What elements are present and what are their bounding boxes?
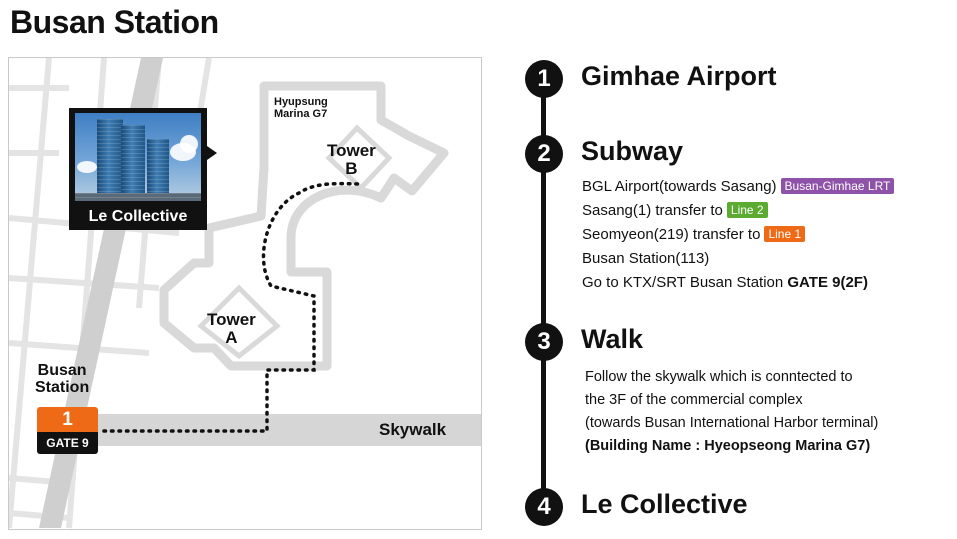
- step-1-title: Gimhae Airport: [581, 61, 777, 91]
- subway-line-5: Go to KTX/SRT Busan Station GATE 9(2F): [582, 274, 868, 291]
- walk-line-1: Follow the skywalk which is conntected t…: [585, 369, 853, 385]
- gate-name: GATE 9: [37, 432, 98, 454]
- tower-a-label: Tower A: [207, 310, 256, 347]
- step-4-marker: 4: [525, 488, 563, 526]
- area-map: Le Collective Hyupsung Marina G7 Tower B…: [8, 57, 482, 530]
- tower-b-label: Tower B: [327, 141, 376, 178]
- walking-route: [102, 181, 361, 433]
- step-2-title: Subway: [581, 136, 684, 166]
- hotel-card: Le Collective: [69, 108, 207, 230]
- hotel-label: Le Collective: [88, 208, 188, 225]
- subway-line-1: BGL Airport(towards Sasang)Busan-Gimhae …: [582, 178, 895, 195]
- subway-line-4: Busan Station(113): [582, 250, 710, 267]
- hotel-pointer-icon: [207, 146, 217, 160]
- walk-line-2: the 3F of the commercial complex: [585, 392, 803, 408]
- step-2-marker: 2: [525, 135, 563, 173]
- skywalk-label: Skywalk: [379, 420, 447, 439]
- walk-line-4: (Building Name : Hyeopseong Marina G7): [585, 438, 871, 454]
- building-outline: [159, 81, 449, 371]
- line1-badge: Line 1: [764, 226, 806, 242]
- hyupsung-marina-label: Hyupsung Marina G7: [274, 96, 328, 120]
- step-3-marker: 3: [525, 323, 563, 361]
- lrt-badge: Busan-Gimhae LRT: [780, 178, 895, 194]
- step-3-title: Walk: [581, 324, 644, 354]
- gate-number: 1: [37, 407, 98, 432]
- line2-badge: Line 2: [726, 202, 768, 218]
- walk-line-3: (towards Busan International Harbor term…: [585, 415, 879, 431]
- route-timeline: [541, 80, 546, 510]
- gate-badge: 1 GATE 9: [37, 407, 98, 454]
- tower-outlines: [197, 124, 393, 360]
- hotel-photo: [75, 113, 201, 201]
- step-1-marker: 1: [525, 60, 563, 98]
- busan-station-label: Busan Station: [35, 362, 90, 396]
- step-4-title: Le Collective: [581, 489, 748, 519]
- page-title: Busan Station: [10, 4, 219, 40]
